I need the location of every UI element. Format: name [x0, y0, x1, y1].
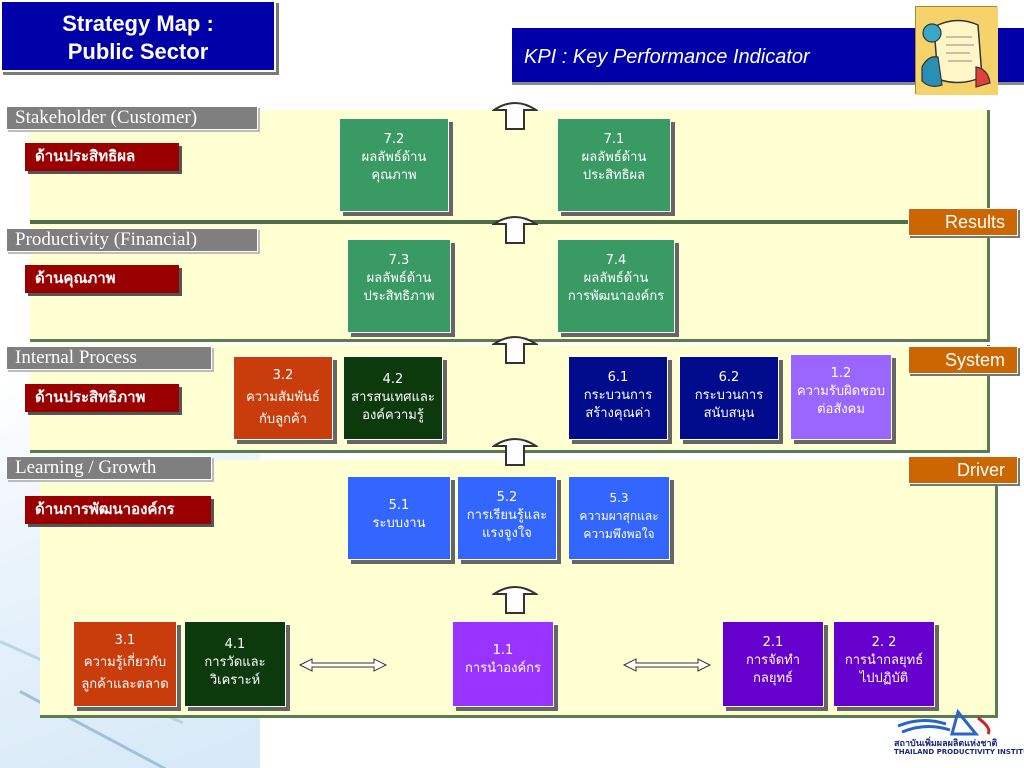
slide-title: Strategy Map : Public Sector: [0, 0, 276, 72]
kpi-number: 6.1: [607, 370, 629, 385]
kpi-line: กับลูกค้า: [259, 412, 307, 427]
side-tag-driver: Driver: [908, 456, 1018, 484]
kpi-line: สนับสนุน: [703, 406, 755, 421]
kpi-number: 2.1: [762, 635, 784, 650]
kpi-number: 4.1: [224, 637, 246, 652]
area-label-efficiency: ด้านประสิทธิภาพ: [25, 384, 179, 412]
kpi-box-4-1: 4.1 การวัดและ วิเคราะห์: [184, 621, 286, 707]
kpi-number: 5.1: [388, 498, 410, 513]
kpi-line: การนำองค์กร: [464, 661, 542, 676]
kpi-line: ผลลัพธ์ด้าน: [583, 271, 649, 286]
kpi-number: 7.1: [603, 132, 625, 147]
kpi-number: 7.2: [383, 132, 405, 147]
kpi-line: ระบบงาน: [372, 516, 426, 531]
kpi-box-3-1: 3.1 ความรู้เกี่ยวกับ ลูกค้าและตลาด: [73, 621, 177, 707]
kpi-line: ผลลัพธ์ด้าน: [366, 271, 432, 286]
kpi-line: ลูกค้าและตลาด: [81, 677, 169, 692]
kpi-line: วิเคราะห์: [209, 673, 261, 688]
up-arrow-icon: [492, 102, 538, 130]
kpi-line: กระบวนการ: [583, 388, 653, 403]
kpi-line: ไปปฏิบัติ: [859, 671, 909, 686]
kpi-number: 5.3: [609, 491, 629, 505]
kpi-line: การพัฒนาองค์กร: [567, 289, 665, 304]
kpi-box-7-3: 7.3 ผลลัพธ์ด้าน ประสิทธิภาพ: [347, 239, 451, 333]
kpi-line: ความผาสุกและ: [579, 509, 659, 523]
kpi-number: 4.2: [382, 372, 404, 387]
kpi-box-5-2: 5.2 การเรียนรู้และ แรงจูงใจ: [457, 476, 557, 560]
kpi-box-2-2: 2. 2 การนำกลยุทธ์ ไปปฏิบัติ: [833, 621, 935, 707]
bidirectional-arrow-icon: [622, 658, 712, 672]
up-arrow-icon: [492, 216, 538, 244]
kpi-line: การนำกลยุทธ์: [844, 653, 924, 668]
perspective-label-stakeholder: Stakeholder (Customer): [6, 106, 258, 130]
kpi-box-3-2: 3.2 ความสัมพันธ์ กับลูกค้า: [233, 356, 333, 440]
kpi-box-7-2: 7.2 ผลลัพธ์ด้าน คุณภาพ: [339, 118, 449, 212]
area-label-org-development: ด้านการพัฒนาองค์กร: [25, 496, 211, 524]
kpi-box-6-1: 6.1 กระบวนการ สร้างคุณค่า: [568, 356, 668, 440]
kpi-box-7-1: 7.1 ผลลัพธ์ด้าน ประสิทธิผล: [557, 118, 671, 212]
kpi-line: แรงจูงใจ: [482, 526, 532, 541]
kpi-number: 6.2: [718, 370, 740, 385]
kpi-line: ความรับผิดชอบ: [796, 384, 886, 399]
perspective-label-learning-growth: Learning / Growth: [6, 456, 212, 480]
title-line-1: Strategy Map :: [62, 11, 214, 36]
reading-person-clipart-icon: [915, 6, 998, 95]
title-line-2: Public Sector: [67, 39, 209, 64]
area-label-effectiveness: ด้านประสิทธิผล: [25, 143, 179, 171]
kpi-number: 1.1: [492, 643, 514, 658]
bidirectional-arrow-icon: [298, 658, 388, 672]
kpi-box-5-3: 5.3 ความผาสุกและ ความพึงพอใจ: [568, 476, 670, 560]
kpi-number: 5.2: [496, 490, 518, 505]
kpi-box-7-4: 7.4 ผลลัพธ์ด้าน การพัฒนาองค์กร: [557, 239, 675, 333]
kpi-line: สารสนเทศและ: [351, 390, 435, 405]
kpi-box-4-2: 4.2 สารสนเทศและ องค์ความรู้: [343, 356, 443, 440]
kpi-number: 7.4: [605, 253, 627, 268]
kpi-box-1-1: 1.1 การนำองค์กร: [452, 621, 554, 707]
side-tag-results: Results: [908, 208, 1018, 236]
up-arrow-icon: [492, 336, 538, 364]
kpi-line: ประสิทธิผล: [582, 168, 646, 183]
side-tag-system: System: [908, 346, 1018, 374]
kpi-number: 7.3: [388, 253, 410, 268]
perspective-label-internal-process: Internal Process: [6, 346, 212, 370]
kpi-line: ความรู้เกี่ยวกับ: [83, 655, 167, 670]
kpi-header-text: KPI : Key Performance Indicator: [524, 46, 810, 68]
kpi-line: กลยุทธ์: [753, 671, 793, 686]
kpi-line: องค์ความรู้: [362, 408, 424, 423]
tpi-logo-icon: [897, 708, 991, 736]
kpi-number: 3.2: [272, 368, 294, 383]
kpi-line: ประสิทธิภาพ: [363, 289, 435, 304]
kpi-line: คุณภาพ: [371, 168, 417, 183]
kpi-line: กระบวนการ: [694, 388, 764, 403]
perspective-label-productivity: Productivity (Financial): [6, 228, 258, 252]
kpi-number: 2. 2: [871, 635, 897, 650]
kpi-box-2-1: 2.1 การจัดทำ กลยุทธ์: [722, 621, 824, 707]
kpi-box-6-2: 6.2 กระบวนการ สนับสนุน: [679, 356, 779, 440]
logo-text-english: THAILAND PRODUCTIVITY INSTITUTE: [894, 748, 1024, 756]
area-label-quality: ด้านคุณภาพ: [25, 265, 179, 293]
up-arrow-icon: [492, 586, 538, 614]
kpi-line: การเรียนรู้และ: [466, 508, 548, 523]
kpi-line: ความสัมพันธ์: [246, 390, 320, 405]
kpi-line: ต่อสังคม: [817, 402, 865, 417]
kpi-line: สร้างคุณค่า: [585, 406, 651, 421]
kpi-box-1-2: 1.2 ความรับผิดชอบ ต่อสังคม: [790, 354, 892, 440]
kpi-line: การจัดทำ: [745, 653, 801, 668]
kpi-line: การวัดและ: [204, 655, 266, 670]
kpi-line: ความพึงพอใจ: [583, 527, 655, 541]
kpi-number: 3.1: [114, 633, 136, 648]
kpi-number: 1.2: [830, 366, 852, 381]
logo-text-thai: สถาบันเพิ่มผลผลิตแห่งชาติ: [894, 739, 998, 749]
kpi-box-5-1: 5.1 ระบบงาน: [347, 476, 451, 560]
up-arrow-icon: [492, 438, 538, 466]
kpi-line: ผลลัพธ์ด้าน: [361, 150, 427, 165]
kpi-line: ผลลัพธ์ด้าน: [581, 150, 647, 165]
